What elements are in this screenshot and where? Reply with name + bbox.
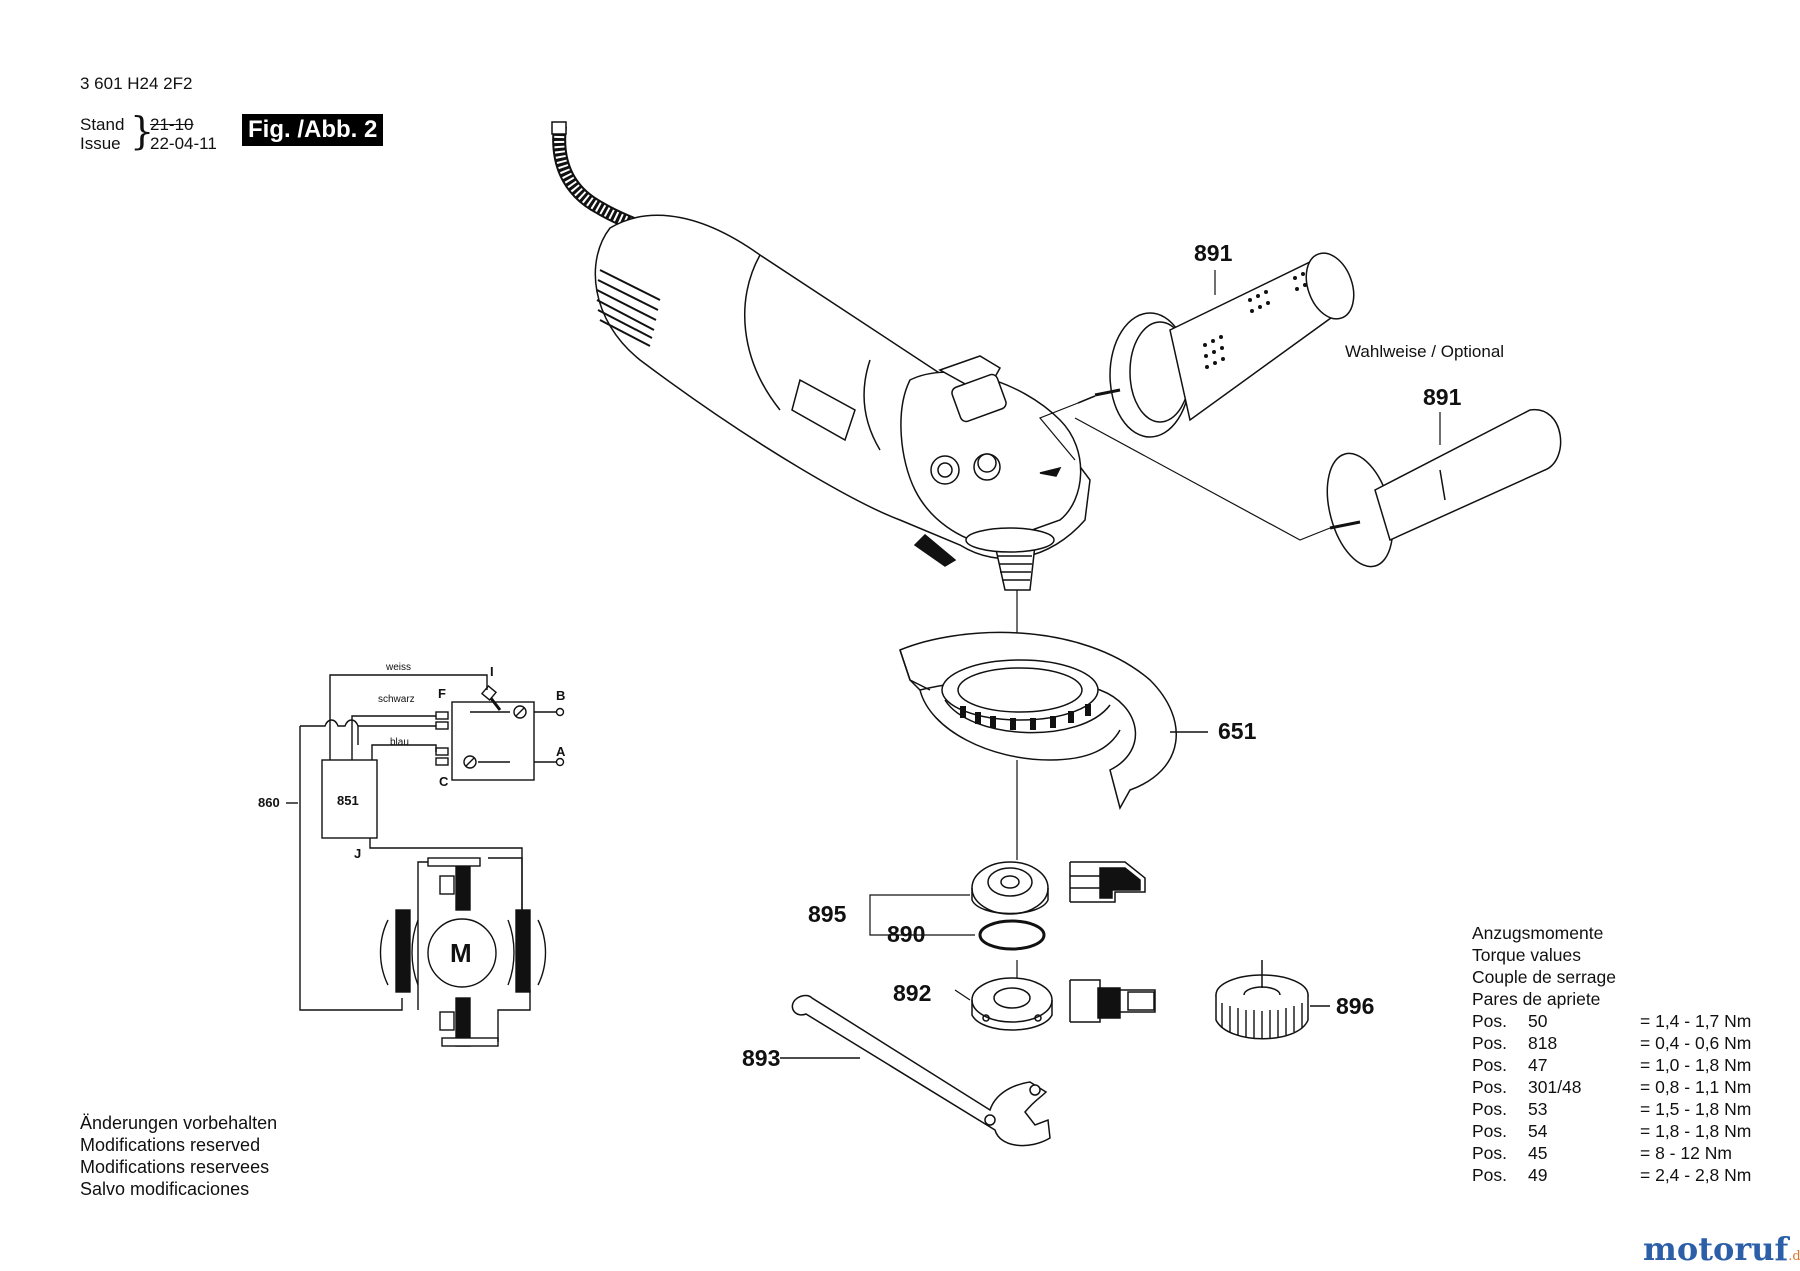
part-label-893: 893	[742, 1045, 781, 1071]
note-de: Änderungen vorbehalten	[80, 1113, 278, 1133]
o-ring	[978, 919, 1046, 951]
brace-symbol: }	[130, 109, 155, 153]
terminal-label-C: C	[439, 774, 449, 789]
reference-860: 860	[258, 795, 280, 810]
quick-clamping-nut	[1215, 960, 1330, 1040]
torque-title-en: Torque values	[1472, 945, 1581, 965]
wiring-diagram	[286, 674, 565, 1047]
power-cord	[551, 121, 654, 239]
torque-row: Pos.50= 1,4 - 1,7 Nm	[1472, 1011, 1752, 1031]
torque-row: Pos.54= 1,8 - 1,8 Nm	[1472, 1121, 1752, 1141]
torque-row: Pos.45= 8 - 12 Nm	[1472, 1143, 1732, 1163]
part-number: 3 601 H24 2F2	[80, 74, 193, 93]
watermark-logo: motoruf.de	[1643, 1230, 1800, 1268]
torque-title-es: Pares de apriete	[1472, 989, 1601, 1009]
wire-label-black: schwarz	[378, 694, 415, 705]
stand-date: 21-10	[150, 115, 194, 134]
two-pin-spanner	[780, 994, 1051, 1147]
wheel-guard	[899, 631, 1208, 810]
part-label-891-mid: 891	[1423, 384, 1462, 410]
part-label-896: 896	[1336, 993, 1375, 1019]
torque-title-fr: Couple de serrage	[1472, 967, 1616, 987]
ventilation-slots	[596, 269, 661, 347]
note-fr: Modifications reservees	[80, 1157, 270, 1177]
torque-title-de: Anzugsmomente	[1472, 923, 1604, 943]
issue-label: Issue	[80, 134, 121, 153]
grip-texture	[1203, 272, 1307, 369]
figure-label: Fig. /Abb. 2	[242, 114, 384, 146]
torque-row: Pos.47= 1,0 - 1,8 Nm	[1472, 1055, 1752, 1075]
leader-lines	[869, 270, 1441, 1001]
part-label-892: 892	[893, 980, 932, 1006]
watermark-tld: .de	[1788, 1249, 1800, 1264]
watermark-name: motoruf	[1643, 1230, 1789, 1268]
motor-label: M	[450, 938, 472, 968]
clamping-nut	[971, 977, 1156, 1031]
part-label-651: 651	[1218, 718, 1257, 744]
terminal-label-B: B	[556, 688, 566, 703]
wire-label-blue: blau	[390, 737, 409, 748]
modification-notes: Änderungen vorbehalten Modifications res…	[80, 1112, 277, 1200]
terminal-label-J: J	[354, 846, 362, 861]
torque-row: Pos.53= 1,5 - 1,8 Nm	[1472, 1099, 1752, 1119]
torque-row: Pos.301/48= 0,8 - 1,1 Nm	[1472, 1077, 1752, 1097]
issue-date: 22-04-11	[150, 134, 217, 153]
torque-row: Pos.818= 0,4 - 0,6 Nm	[1472, 1033, 1752, 1053]
capacitor-label-851: 851	[337, 793, 359, 808]
part-label-895: 895	[808, 901, 847, 927]
mounting-flange	[971, 861, 1146, 915]
part-label-890: 890	[887, 921, 926, 947]
note-es: Salvo modificaciones	[80, 1179, 250, 1199]
auxiliary-handle-straight	[1326, 409, 1562, 568]
optional-label: Wahlweise / Optional	[1345, 342, 1505, 361]
wire-label-white: weiss	[386, 662, 412, 673]
terminal-label-A: A	[556, 744, 566, 759]
torque-row: Pos.49= 2,4 - 2,8 Nm	[1472, 1165, 1752, 1185]
terminal-label-F: F	[438, 686, 446, 701]
note-en: Modifications reserved	[80, 1135, 261, 1155]
part-label-891-top: 891	[1194, 240, 1233, 266]
grinder-body	[594, 214, 1091, 591]
torque-values-table: Anzugsmomente Torque values Couple de se…	[1472, 922, 1751, 1186]
stand-label: Stand	[80, 115, 125, 134]
terminal-label-I: I	[490, 664, 494, 679]
auxiliary-handle-top	[1077, 252, 1355, 438]
